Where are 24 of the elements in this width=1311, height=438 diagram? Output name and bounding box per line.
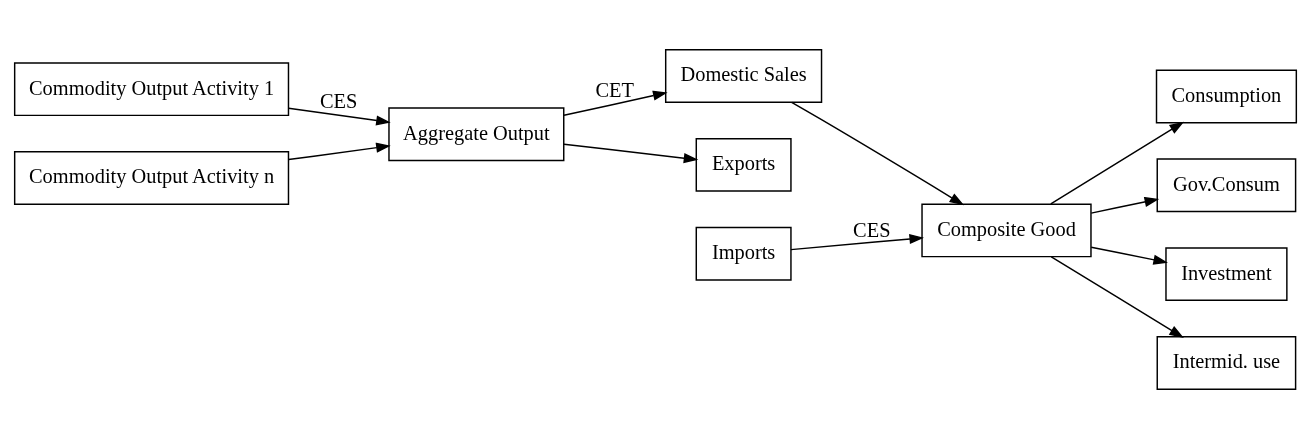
node-box: Commodity Output Activity n bbox=[13, 150, 290, 205]
node-box: Intermid. use bbox=[1156, 335, 1297, 390]
node-box: Exports bbox=[695, 137, 792, 192]
arrow bbox=[287, 106, 391, 125]
arrow bbox=[790, 101, 965, 205]
node-box: Investment bbox=[1165, 246, 1288, 301]
node-box: Imports bbox=[695, 226, 792, 281]
node-box: Consumption bbox=[1155, 69, 1298, 123]
node-box: Commodity Output Activity 1 bbox=[13, 61, 290, 116]
node-box: Aggregate Output bbox=[388, 106, 565, 161]
arrow bbox=[790, 233, 924, 250]
node-box: Composite Good bbox=[921, 203, 1092, 257]
edge-label: CES bbox=[320, 89, 358, 112]
arrow bbox=[1050, 255, 1184, 338]
edge-label: CET bbox=[595, 78, 634, 101]
arrow bbox=[1090, 196, 1160, 214]
node-box: Domestic Sales bbox=[664, 48, 823, 103]
edge-label: CES bbox=[853, 218, 891, 241]
arrow bbox=[1090, 245, 1168, 265]
arrow bbox=[287, 142, 391, 160]
arrow bbox=[1050, 121, 1185, 205]
arrow bbox=[563, 90, 668, 116]
node-box: Gov.Consum bbox=[1156, 157, 1297, 212]
arrow bbox=[563, 143, 699, 163]
